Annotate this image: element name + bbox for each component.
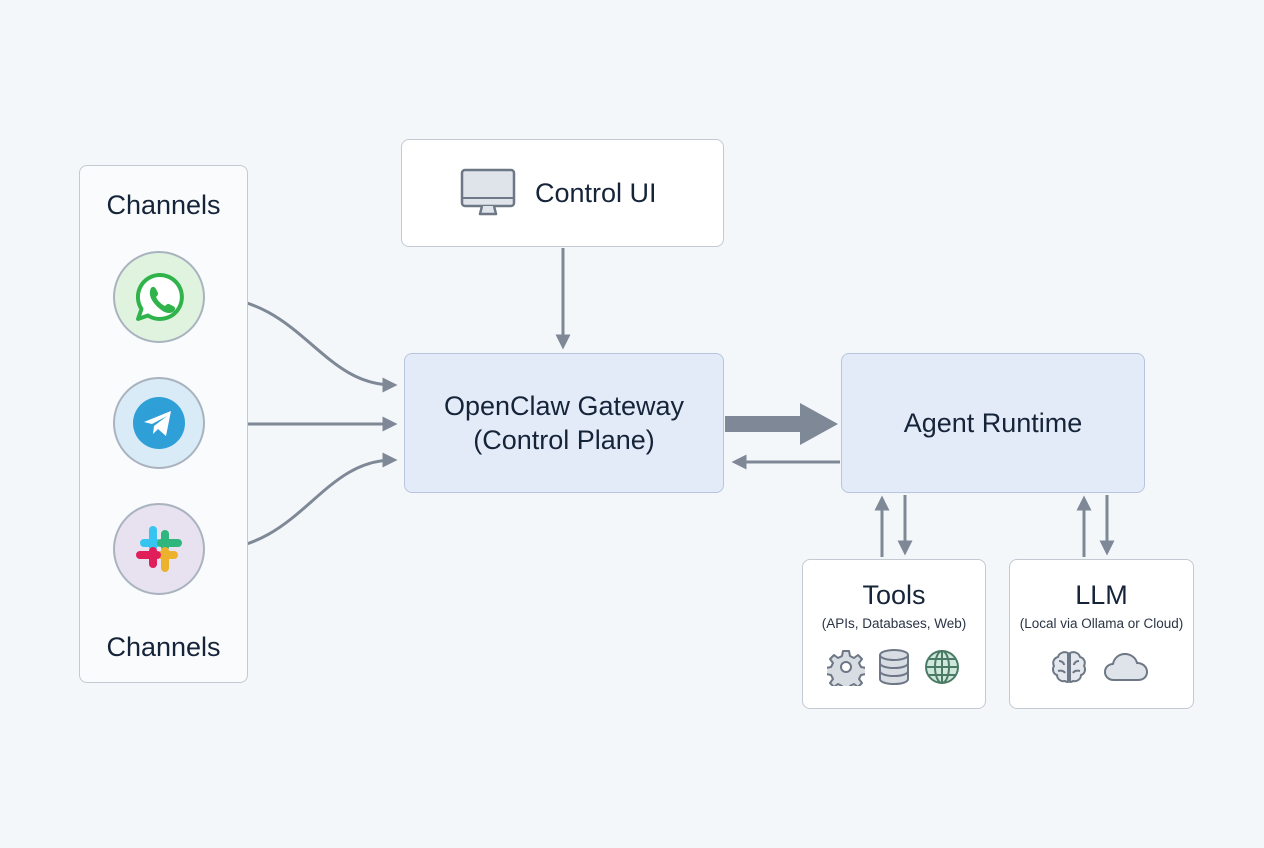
gateway-title: OpenClaw Gateway xyxy=(443,391,685,421)
llm-box[interactable]: LLM (Local via Ollama or Cloud) xyxy=(1009,559,1194,709)
gateway-subtitle: (Control Plane) xyxy=(473,425,655,455)
monitor-icon xyxy=(460,168,516,216)
channels-title-bottom: Channels xyxy=(106,632,221,662)
tools-note: (APIs, Databases, Web) xyxy=(821,616,967,631)
channels-panel: Channels Channels xyxy=(79,165,248,683)
gateway-box[interactable]: OpenClaw Gateway (Control Plane) xyxy=(404,353,724,493)
tools-box[interactable]: Tools (APIs, Databases, Web) xyxy=(802,559,986,709)
slack-icon xyxy=(136,526,182,572)
globe-icon xyxy=(925,650,959,684)
brain-icon xyxy=(1051,651,1086,683)
channel-telegram[interactable] xyxy=(113,377,205,469)
telegram-icon xyxy=(133,397,185,449)
control-ui-label: Control UI xyxy=(535,178,657,208)
llm-note: (Local via Ollama or Cloud) xyxy=(1019,616,1184,631)
tools-title: Tools xyxy=(862,580,926,610)
channels-title-top: Channels xyxy=(106,190,221,220)
agent-runtime-box[interactable]: Agent Runtime xyxy=(841,353,1145,493)
gear-icon xyxy=(827,650,865,686)
channel-slack[interactable] xyxy=(113,503,205,595)
channel-whatsapp[interactable] xyxy=(113,251,205,343)
agent-runtime-label: Agent Runtime xyxy=(903,408,1083,438)
llm-title: LLM xyxy=(1075,580,1128,610)
cloud-icon xyxy=(1103,653,1148,681)
control-ui-box[interactable]: Control UI xyxy=(401,139,724,247)
arrow-gateway-to-agent xyxy=(725,403,838,445)
database-icon xyxy=(879,649,909,686)
whatsapp-icon xyxy=(135,272,184,321)
